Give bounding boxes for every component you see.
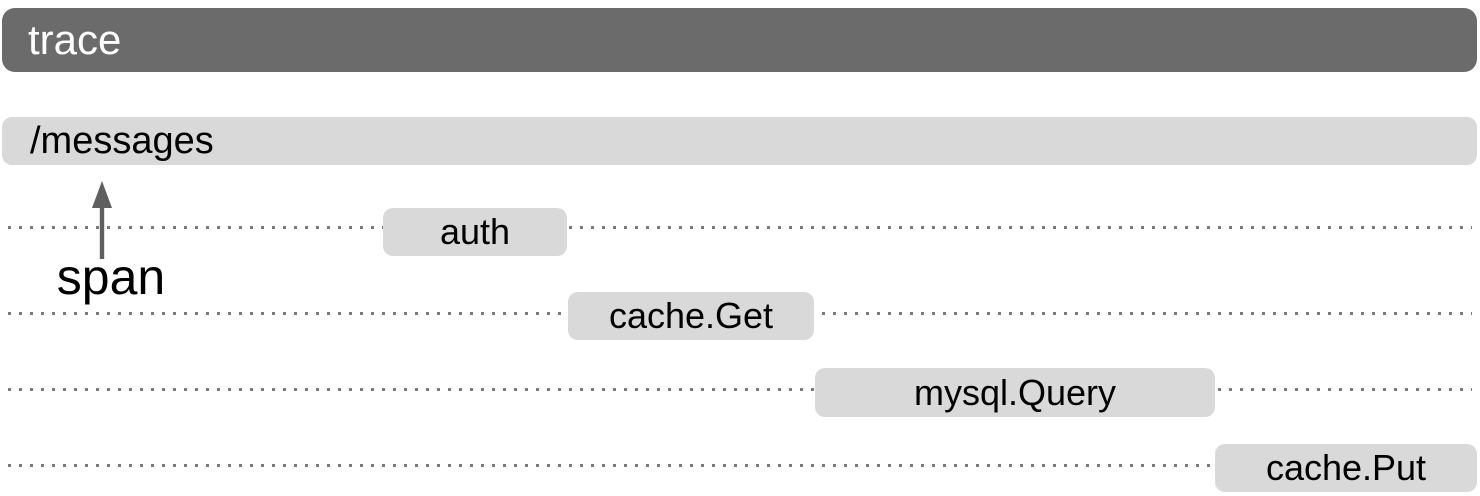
timeline-dotted-line-4 [8, 464, 1472, 467]
timeline-dotted-line-3 [8, 388, 1472, 391]
span-box-mysql-query: mysql.Query [815, 368, 1215, 417]
trace-bar-label: trace [28, 16, 122, 63]
span-box-label: mysql.Query [913, 371, 1117, 413]
trace-bar: trace [2, 8, 1477, 72]
span-box-label: cache.Get [608, 295, 774, 336]
timeline-dotted-line-1 [8, 226, 1472, 229]
root-span-label: /messages [30, 120, 214, 162]
span-box-auth: auth [383, 208, 567, 256]
span-box-label: auth [439, 211, 511, 252]
root-span-bar: /messages [2, 117, 1477, 165]
up-arrow-icon [92, 181, 112, 259]
span-box-cache-get: cache.Get [568, 292, 814, 340]
span-box-cache-put: cache.Put [1215, 444, 1477, 492]
span-annotation-label: span [56, 249, 166, 305]
span-box-label: cache.Put [1265, 447, 1427, 488]
